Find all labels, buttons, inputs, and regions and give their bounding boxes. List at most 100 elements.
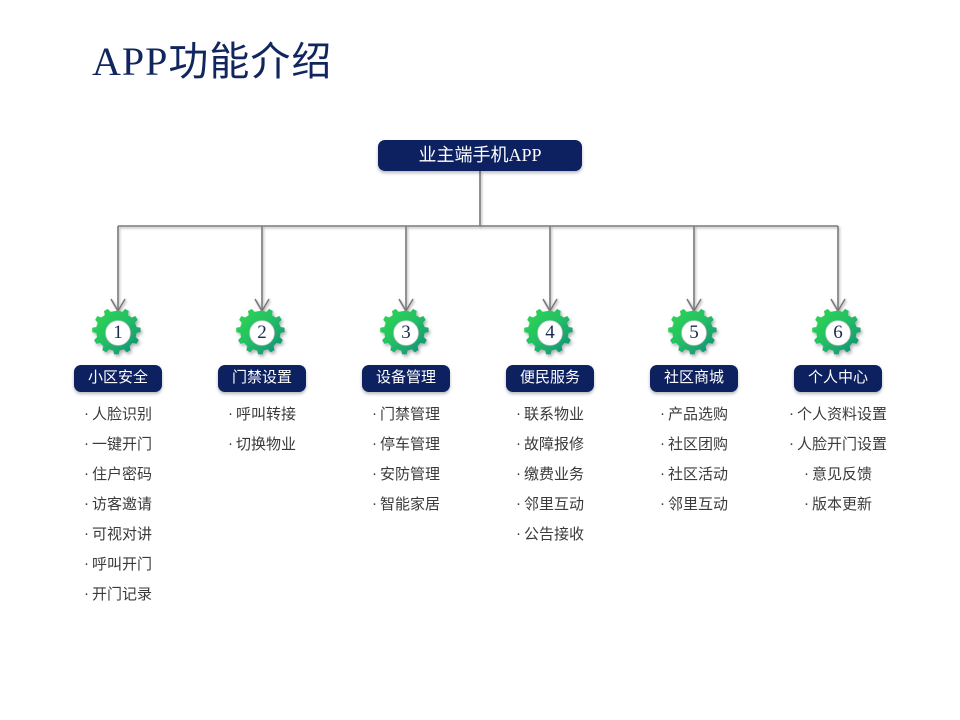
feature-list-3: ·门禁管理·停车管理·安防管理·智能家居	[306, 400, 506, 520]
feature-item: ·可视对讲	[18, 520, 218, 550]
bullet-marker-icon: ·	[659, 407, 665, 423]
feature-item: ·开门记录	[18, 580, 218, 610]
feature-item: ·社区活动	[594, 460, 794, 490]
bullet-marker-icon: ·	[371, 467, 377, 483]
feature-item: ·联系物业	[450, 400, 650, 430]
feature-item: ·公告接收	[450, 520, 650, 550]
feature-item: ·访客邀请	[18, 490, 218, 520]
feature-item: ·一键开门	[18, 430, 218, 460]
feature-item-label: 联系物业	[523, 407, 584, 423]
page-title: APP功能介绍	[92, 39, 333, 84]
bullet-marker-icon: ·	[803, 497, 809, 513]
bullet-marker-icon: ·	[788, 437, 794, 453]
gear-number-2: 2	[257, 322, 267, 343]
gear-number-5: 5	[689, 322, 699, 343]
feature-item: ·邻里互动	[594, 490, 794, 520]
bullet-marker-icon: ·	[83, 467, 89, 483]
gear-number-3: 3	[401, 322, 411, 343]
feature-item-label: 版本更新	[811, 497, 872, 513]
gear-icon-6: 6	[810, 305, 866, 361]
gear-icon-1: 1	[90, 305, 146, 361]
feature-item-label: 停车管理	[379, 437, 440, 453]
root-node-owner-app[interactable]: 业主端手机APP	[378, 140, 582, 171]
branch-column-6: 6 个人中心 ·个人资料设置·人脸开门设置·意见反馈·版本更新	[738, 305, 938, 520]
feature-item: ·缴费业务	[450, 460, 650, 490]
branch-label-2[interactable]: 门禁设置	[217, 365, 306, 392]
feature-item-label: 社区团购	[667, 437, 728, 453]
branch-label-4[interactable]: 便民服务	[505, 365, 594, 392]
branch-column-5: 5 社区商城 ·产品选购·社区团购·社区活动·邻里互动	[594, 305, 794, 520]
bullet-marker-icon: ·	[83, 437, 89, 453]
bullet-marker-icon: ·	[803, 467, 809, 483]
feature-item-label: 意见反馈	[811, 467, 872, 483]
branch-column-1: 1 小区安全 ·人脸识别·一键开门·住户密码·访客邀请·可视对讲·呼叫开门·开门…	[18, 305, 218, 610]
bullet-marker-icon: ·	[83, 527, 89, 543]
gear-icon-3: 3	[378, 305, 434, 361]
feature-item-label: 呼叫开门	[91, 557, 152, 573]
feature-item-label: 切换物业	[235, 437, 296, 453]
gear-number-1: 1	[113, 322, 123, 343]
feature-item-label: 访客邀请	[91, 497, 152, 513]
feature-item: ·门禁管理	[306, 400, 506, 430]
bullet-marker-icon: ·	[371, 437, 377, 453]
feature-item-label: 住户密码	[91, 467, 152, 483]
branch-column-3: 3 设备管理 ·门禁管理·停车管理·安防管理·智能家居	[306, 305, 506, 520]
gear-icon-4: 4	[522, 305, 578, 361]
feature-item-label: 一键开门	[91, 437, 152, 453]
bullet-marker-icon: ·	[371, 407, 377, 423]
feature-item: ·呼叫开门	[18, 550, 218, 580]
feature-item-label: 社区活动	[667, 467, 728, 483]
feature-item-label: 缴费业务	[523, 467, 584, 483]
gear-icon-2: 2	[234, 305, 290, 361]
feature-item-label: 门禁管理	[379, 407, 440, 423]
feature-list-5: ·产品选购·社区团购·社区活动·邻里互动	[594, 400, 794, 520]
bullet-marker-icon: ·	[83, 497, 89, 513]
feature-item: ·意见反馈	[738, 460, 938, 490]
gear-number-6: 6	[833, 322, 843, 343]
branch-column-2: 2 门禁设置 ·呼叫转接·切换物业	[162, 305, 362, 460]
feature-list-1: ·人脸识别·一键开门·住户密码·访客邀请·可视对讲·呼叫开门·开门记录	[18, 400, 218, 610]
feature-list-2: ·呼叫转接·切换物业	[162, 400, 362, 460]
feature-item-label: 安防管理	[379, 467, 440, 483]
feature-item: ·停车管理	[306, 430, 506, 460]
feature-item-label: 智能家居	[379, 497, 440, 513]
feature-item: ·安防管理	[306, 460, 506, 490]
feature-item-label: 故障报修	[523, 437, 584, 453]
feature-item: ·呼叫转接	[162, 400, 362, 430]
feature-item: ·智能家居	[306, 490, 506, 520]
branch-label-1[interactable]: 小区安全	[73, 365, 162, 392]
feature-item: ·切换物业	[162, 430, 362, 460]
feature-item-label: 产品选购	[667, 407, 728, 423]
feature-item: ·故障报修	[450, 430, 650, 460]
feature-list-4: ·联系物业·故障报修·缴费业务·邻里互动·公告接收	[450, 400, 650, 550]
bullet-marker-icon: ·	[83, 557, 89, 573]
bullet-marker-icon: ·	[83, 407, 89, 423]
feature-item-label: 邻里互动	[523, 497, 584, 513]
feature-list-6: ·个人资料设置·人脸开门设置·意见反馈·版本更新	[738, 400, 938, 520]
bullet-marker-icon: ·	[371, 497, 377, 513]
feature-item-label: 呼叫转接	[235, 407, 296, 423]
feature-item: ·邻里互动	[450, 490, 650, 520]
bullet-marker-icon: ·	[515, 467, 521, 483]
feature-item: ·人脸识别	[18, 400, 218, 430]
bullet-marker-icon: ·	[515, 497, 521, 513]
branch-label-6[interactable]: 个人中心	[793, 365, 882, 392]
bullet-marker-icon: ·	[515, 407, 521, 423]
bullet-marker-icon: ·	[227, 437, 233, 453]
bullet-marker-icon: ·	[515, 527, 521, 543]
feature-item-label: 公告接收	[523, 527, 584, 543]
feature-item: ·产品选购	[594, 400, 794, 430]
feature-item: ·住户密码	[18, 460, 218, 490]
bullet-marker-icon: ·	[515, 437, 521, 453]
branch-label-3[interactable]: 设备管理	[361, 365, 450, 392]
bullet-marker-icon: ·	[659, 467, 665, 483]
bullet-marker-icon: ·	[659, 497, 665, 513]
feature-item-label: 邻里互动	[667, 497, 728, 513]
bullet-marker-icon: ·	[659, 437, 665, 453]
bullet-marker-icon: ·	[788, 407, 794, 423]
feature-item-label: 个人资料设置	[796, 407, 887, 423]
feature-item-label: 人脸识别	[91, 407, 152, 423]
feature-item: ·个人资料设置	[738, 400, 938, 430]
feature-item-label: 人脸开门设置	[796, 437, 887, 453]
branch-label-5[interactable]: 社区商城	[649, 365, 738, 392]
